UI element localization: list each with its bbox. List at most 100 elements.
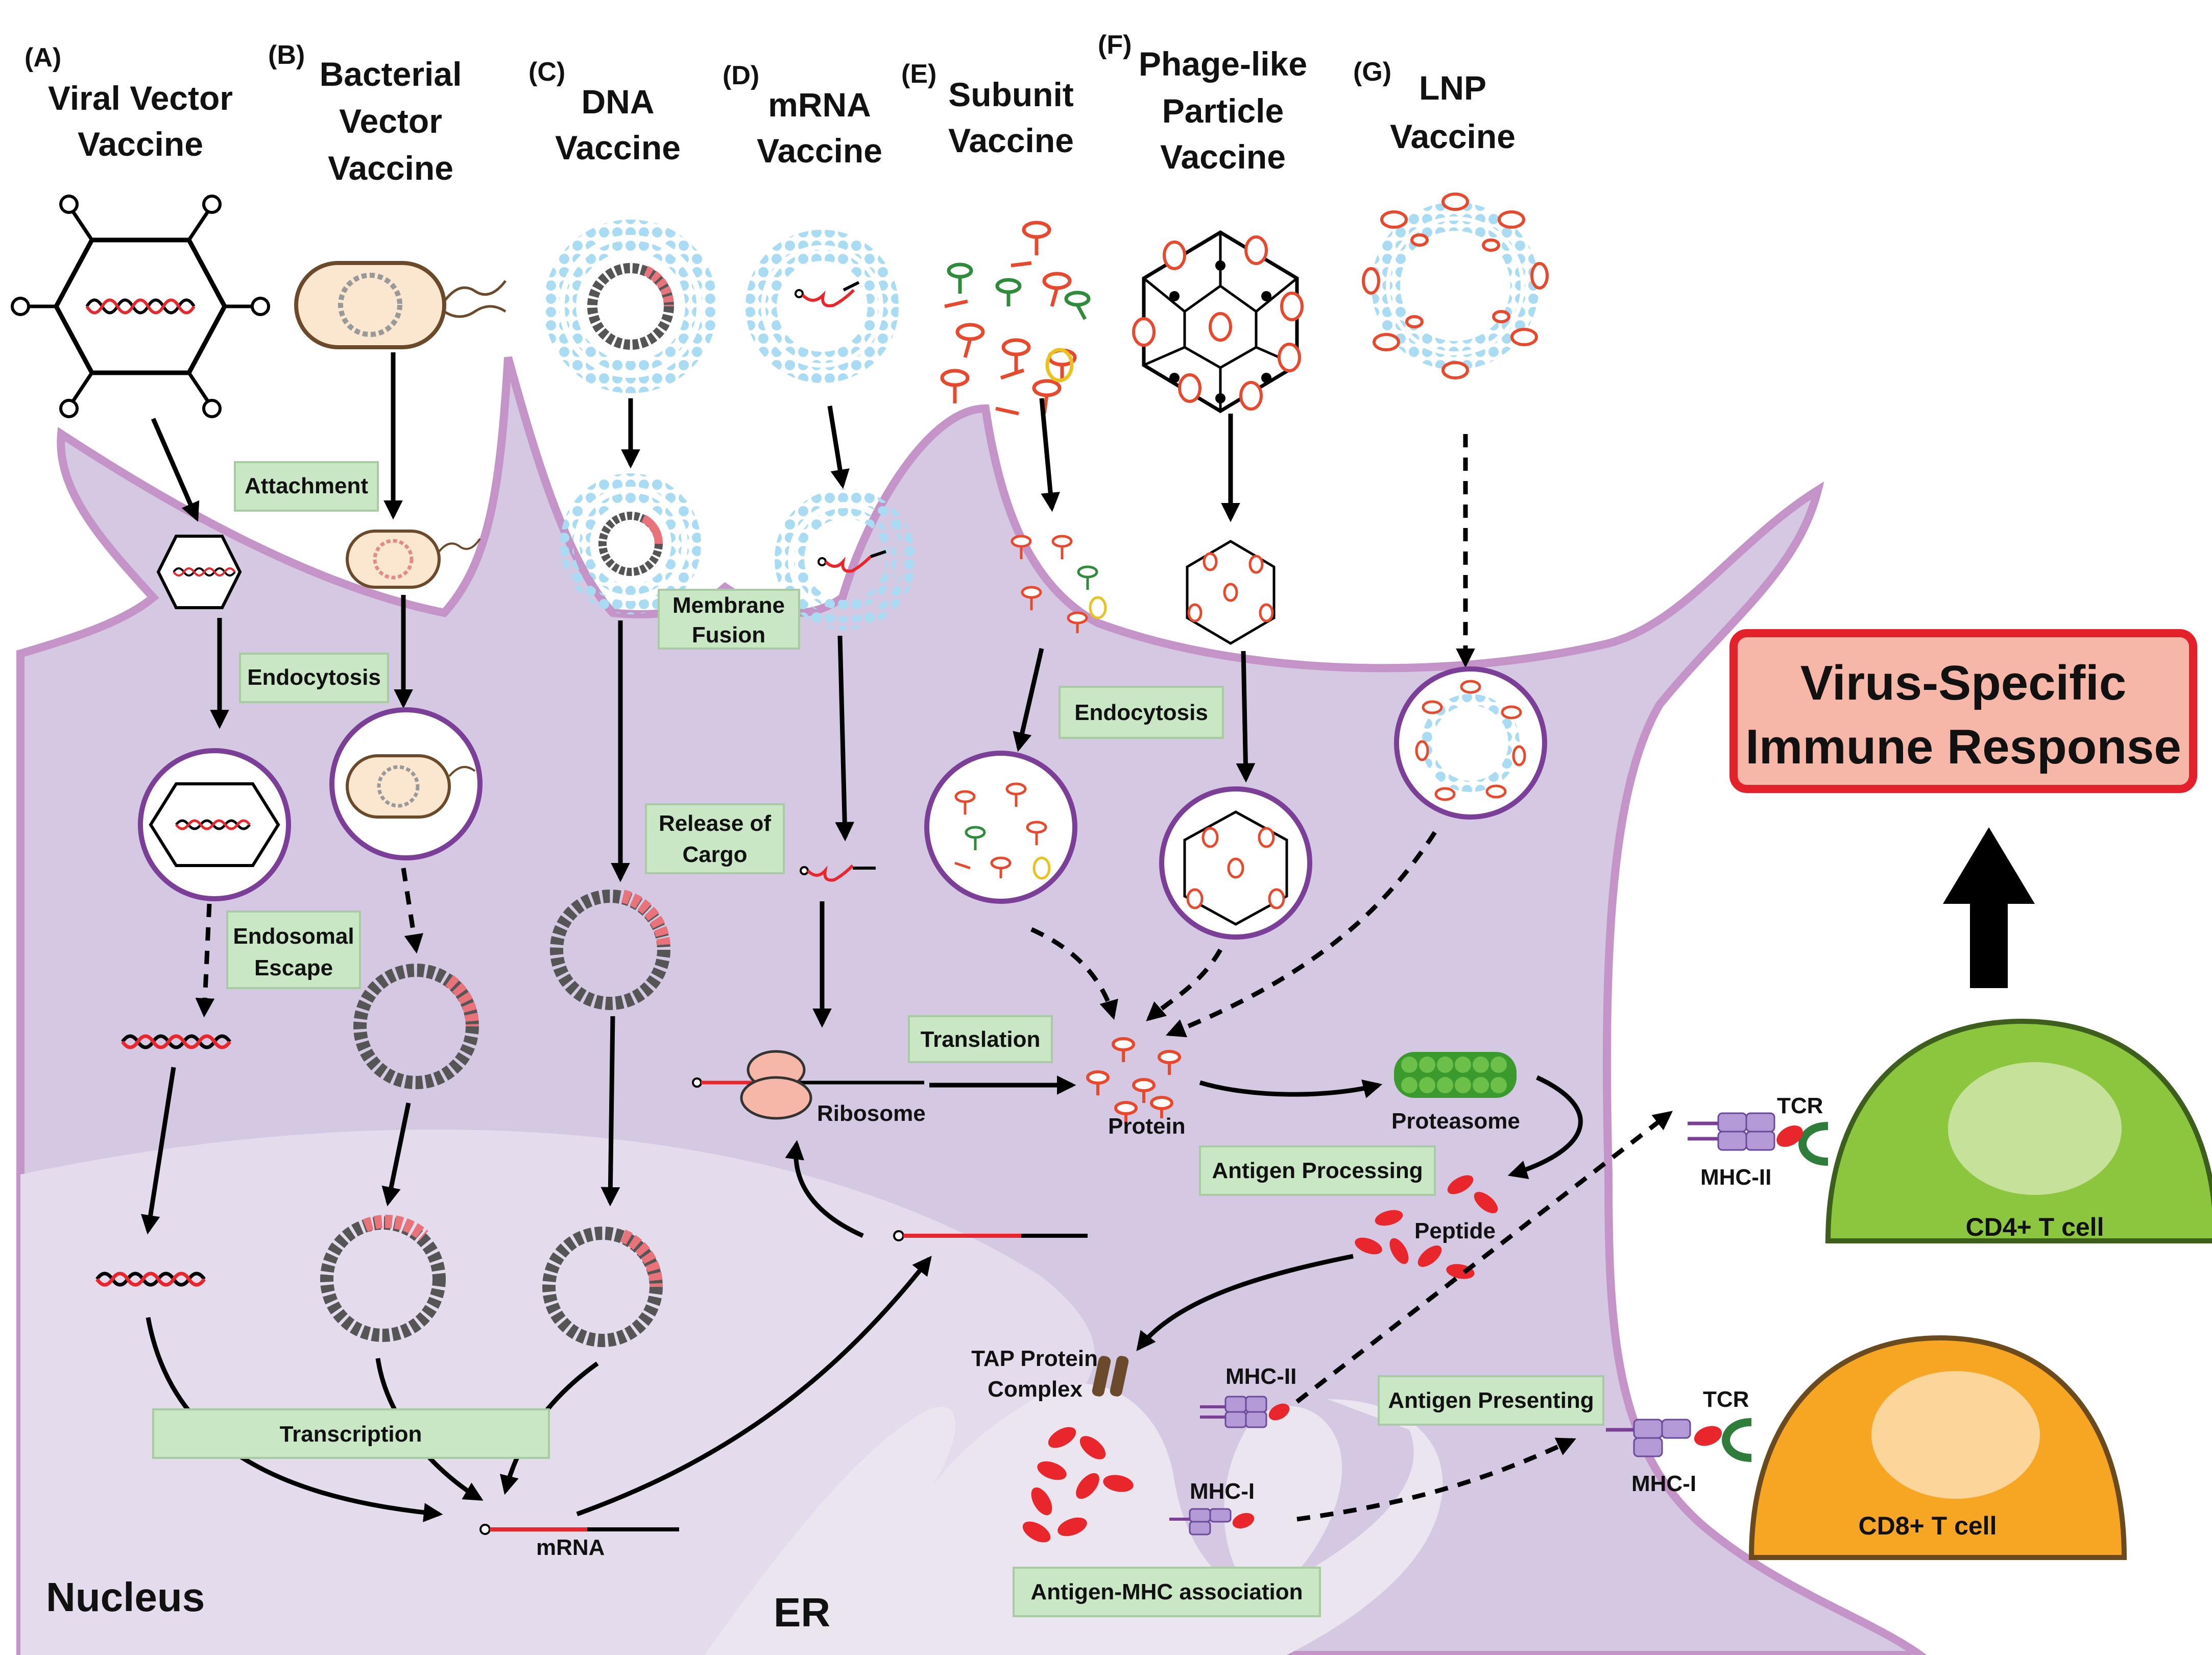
tap-protein-complex: TAP Protein Complex	[971, 1346, 1129, 1402]
subunit-vaccine-title: (E) Subunit Vaccine	[901, 59, 1074, 159]
viral-vector-particle	[11, 195, 270, 418]
svg-text:MHC-II: MHC-II	[1225, 1364, 1296, 1389]
er-peptides	[1022, 1427, 1134, 1543]
step-endocytosis-right: Endocytosis	[1059, 686, 1224, 739]
svg-text:Vaccine: Vaccine	[1160, 138, 1286, 176]
svg-text:Ribosome: Ribosome	[817, 1101, 926, 1126]
svg-text:(A): (A)	[25, 43, 61, 73]
response-arrow	[1943, 827, 2035, 988]
bacterium-attached	[346, 530, 481, 589]
lnp-endosome	[1394, 666, 1547, 820]
phage-endosome	[1159, 786, 1312, 940]
svg-text:(C): (C)	[528, 57, 565, 87]
viral-dna-cytoplasm	[121, 1034, 231, 1049]
protein-label: Protein	[1108, 1114, 1186, 1139]
svg-text:Antigen-MHC association: Antigen-MHC association	[1031, 1579, 1303, 1604]
protein-cluster	[1086, 1037, 1181, 1123]
er-label: ER	[774, 1590, 830, 1635]
subunit-antigens-membrane	[1011, 535, 1107, 633]
svg-text:Endocytosis: Endocytosis	[247, 665, 381, 690]
svg-text:Attachment: Attachment	[245, 473, 368, 498]
svg-text:Vaccine: Vaccine	[78, 125, 203, 163]
svg-text:Bacterial: Bacterial	[320, 55, 462, 93]
phage-attached	[1186, 540, 1276, 645]
svg-text:Escape: Escape	[254, 955, 333, 980]
svg-text:Translation: Translation	[921, 1027, 1041, 1052]
bacterial-vector-title: (B) Bacterial Vector Vaccine	[268, 40, 462, 187]
dna-plasmid-nucleus	[542, 1227, 663, 1347]
svg-text:Particle: Particle	[1162, 92, 1284, 130]
step-endocytosis-left: Endocytosis	[239, 653, 389, 703]
svg-text:Vaccine: Vaccine	[1390, 117, 1516, 155]
svg-text:(D): (D)	[723, 61, 759, 90]
viral-endosome	[138, 748, 291, 901]
bacterial-plasmid-cytoplasm	[353, 964, 479, 1089]
step-antigen-presenting: Antigen Presenting	[1378, 1375, 1604, 1426]
svg-text:Endocytosis: Endocytosis	[1074, 700, 1208, 725]
svg-text:Antigen Processing: Antigen Processing	[1212, 1158, 1423, 1183]
svg-text:MHC-I: MHC-I	[1190, 1479, 1255, 1504]
svg-text:DNA: DNA	[582, 83, 655, 121]
svg-text:Membrane: Membrane	[672, 593, 785, 618]
svg-text:mRNA: mRNA	[768, 86, 871, 124]
viral-vector-title: (A) Viral Vector Vaccine	[25, 43, 233, 163]
svg-text:Phage-like: Phage-like	[1139, 45, 1307, 83]
svg-text:Vaccine: Vaccine	[328, 149, 453, 187]
svg-text:Endosomal: Endosomal	[233, 924, 354, 949]
dna-lipoplex-fusing	[560, 473, 701, 614]
svg-text:Viral Vector: Viral Vector	[48, 79, 233, 117]
svg-text:Fusion: Fusion	[692, 622, 765, 647]
svg-text:Complex: Complex	[988, 1377, 1083, 1402]
surface-mhc-ii: MHC-II	[1688, 1112, 1803, 1190]
svg-text:Cargo: Cargo	[682, 842, 747, 867]
svg-text:Antigen Presenting: Antigen Presenting	[1388, 1388, 1594, 1413]
svg-text:(E): (E)	[901, 59, 936, 89]
viral-dna-nucleus	[95, 1272, 206, 1287]
step-membrane-fusion: Membrane Fusion	[658, 589, 800, 650]
svg-text:CD4+ T cell: CD4+ T cell	[1966, 1213, 2104, 1241]
nucleus-label: Nucleus	[46, 1574, 205, 1620]
proteasome: Proteasome	[1391, 1052, 1520, 1134]
svg-text:TCR: TCR	[1703, 1387, 1749, 1412]
dna-lipoplex	[544, 220, 717, 393]
phage-like-title: (F) Phage-like Particle Vaccine	[1098, 30, 1307, 176]
tcr-top: TCR	[1777, 1093, 1829, 1166]
svg-text:(G): (G)	[1353, 57, 1391, 87]
dna-vaccine-title: (C) DNA Vaccine	[528, 57, 681, 166]
mrna-released	[800, 864, 876, 882]
svg-text:Vector: Vector	[339, 102, 442, 140]
immune-response-box: Virus-Specific Immune Response	[1729, 629, 2197, 793]
step-endosomal-escape: Endosomal Escape	[226, 910, 361, 989]
svg-text:(F): (F)	[1098, 30, 1132, 60]
mrna-lnp-fusing	[775, 489, 916, 630]
viral-vector-attached	[156, 535, 242, 609]
svg-text:Subunit: Subunit	[948, 76, 1074, 113]
svg-text:Release of: Release of	[659, 811, 771, 836]
cd8-t-cell: CD8+ T cell	[1748, 1335, 2127, 1560]
ribosome: Ribosome	[692, 1050, 926, 1126]
step-release-of-cargo: Release of Cargo	[645, 803, 785, 874]
svg-text:(B): (B)	[268, 40, 305, 70]
svg-text:LNP: LNP	[1419, 69, 1486, 107]
svg-text:MHC-II: MHC-II	[1700, 1165, 1771, 1190]
cd4-t-cell: CD4+ T cell	[1825, 1018, 2212, 1243]
svg-text:Vaccine: Vaccine	[948, 122, 1074, 159]
svg-text:mRNA: mRNA	[536, 1535, 605, 1560]
mrna-lnp	[746, 230, 899, 383]
lnp-particle	[1362, 193, 1549, 379]
svg-text:Immune Response: Immune Response	[1745, 719, 2181, 774]
lnp-vaccine-title: (G) LNP Vaccine	[1353, 57, 1516, 155]
surface-mhc-i: MHC-I	[1606, 1419, 1722, 1496]
svg-text:Proteasome: Proteasome	[1391, 1109, 1520, 1134]
tcr-bottom: TCR	[1703, 1387, 1752, 1462]
step-antigen-processing: Antigen Processing	[1199, 1145, 1436, 1196]
step-antigen-mhc-association: Antigen-MHC association	[1013, 1567, 1321, 1617]
step-attachment: Attachment	[234, 461, 379, 512]
svg-text:Vaccine: Vaccine	[757, 132, 882, 170]
er-mhc-i: MHC-I	[1169, 1479, 1255, 1536]
subunit-antigens	[940, 221, 1091, 416]
phage-particle	[1132, 230, 1304, 414]
step-translation: Translation	[908, 1015, 1053, 1063]
svg-text:TCR: TCR	[1777, 1093, 1823, 1118]
